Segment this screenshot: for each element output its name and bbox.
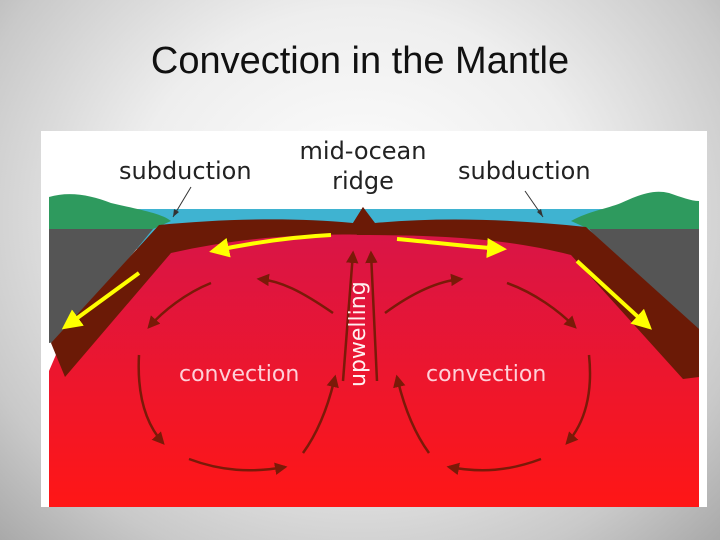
label-ridge-line1: mid-ocean (300, 137, 427, 165)
upwelling-arrows (341, 250, 379, 382)
label-ridge-line2: ridge (332, 167, 394, 195)
mantle (49, 217, 699, 507)
convection-cell-left (137, 273, 339, 475)
label-subduction-left: subduction (119, 157, 252, 185)
plate-arrow-right-top (396, 237, 507, 258)
plate-arrow-right-slope (575, 259, 652, 330)
convection-cell-right (384, 273, 592, 475)
slide-title: Convection in the Mantle (150, 40, 570, 82)
label-subduction-right: subduction (458, 157, 591, 185)
mantle-convection-diagram: subduction mid-ocean ridge subduction up… (41, 131, 707, 507)
land-left (49, 194, 171, 231)
label-convection-right: convection (426, 362, 546, 387)
label-convection-left: convection (179, 362, 299, 387)
land-right (571, 191, 699, 231)
plate-right (353, 207, 699, 379)
plate-arrow-left-top (209, 233, 332, 258)
label-upwelling: upwelling (346, 281, 371, 387)
plate-arrow-left-slope (61, 271, 141, 330)
